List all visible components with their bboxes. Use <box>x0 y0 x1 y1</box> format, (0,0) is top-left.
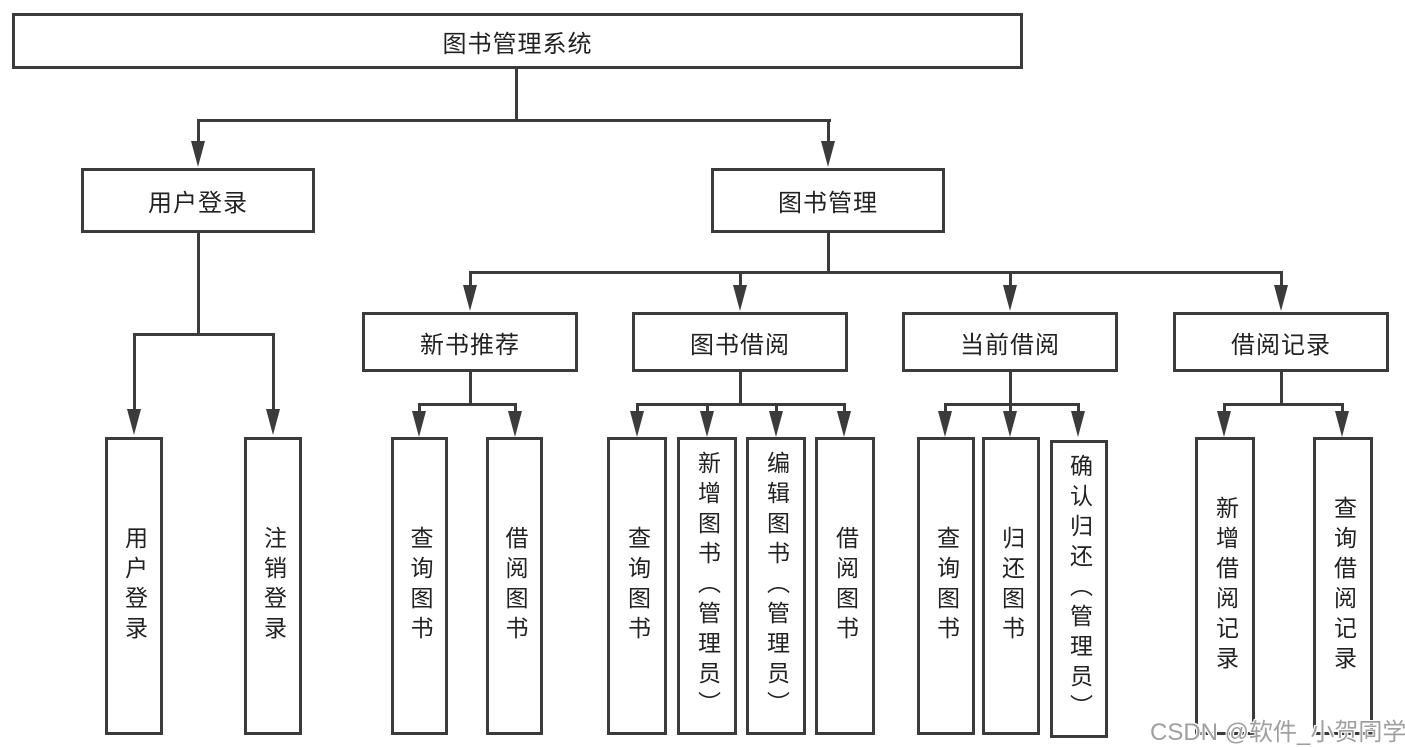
leaf-edit-books-admin: 编辑图书（管理员） <box>746 437 806 735</box>
arrow-down-icon <box>266 409 280 435</box>
leaf-return-books: 归还图书 <box>982 437 1040 735</box>
node-book-management-label: 图书管理 <box>778 190 878 217</box>
leaf-current-query-books-label: 查询图书 <box>933 526 960 646</box>
connector-line <box>827 233 830 273</box>
connector-line <box>1009 271 1012 287</box>
arrow-down-icon <box>1071 411 1085 437</box>
arrow-down-icon <box>463 285 477 311</box>
connector-line <box>514 403 517 413</box>
connector-line <box>706 403 709 413</box>
connector-line <box>469 370 472 406</box>
arrow-down-icon <box>938 411 952 437</box>
node-current-borrow: 当前借阅 <box>902 312 1118 372</box>
connector-line <box>827 119 830 143</box>
leaf-add-books-admin-label: 新增图书（管理员） <box>694 451 721 721</box>
connector-line <box>1223 403 1226 413</box>
leaf-query-borrow-record: 查询借阅记录 <box>1313 437 1373 735</box>
leaf-borrow-books-label: 借阅图书 <box>832 526 859 646</box>
leaf-user-login-label: 用户登录 <box>121 526 148 646</box>
connector-line <box>515 67 518 121</box>
connector-line <box>1223 403 1343 406</box>
connector-line <box>469 271 1283 274</box>
leaf-edit-books-admin-label: 编辑图书（管理员） <box>763 451 790 721</box>
connector-line <box>1009 370 1012 406</box>
arrow-down-icon <box>1217 411 1231 437</box>
connector-line <box>944 403 1080 406</box>
arrow-down-icon <box>1274 285 1288 311</box>
node-root-label: 图书管理系统 <box>442 30 593 58</box>
connector-line <box>775 403 778 413</box>
arrow-down-icon <box>733 285 747 311</box>
arrow-down-icon <box>1003 411 1017 437</box>
leaf-logout: 注销登录 <box>244 437 302 735</box>
arrow-down-icon <box>630 411 644 437</box>
connector-line <box>1077 403 1080 413</box>
arrow-down-icon <box>1335 411 1349 437</box>
connector-line <box>944 403 947 413</box>
connector-line <box>739 370 742 406</box>
connector-line <box>197 119 200 143</box>
leaf-user-login: 用户登录 <box>105 437 163 735</box>
arrow-down-icon <box>127 409 141 435</box>
arrow-down-icon <box>412 411 426 437</box>
node-borrow-records-label: 借阅记录 <box>1231 331 1331 359</box>
node-user-login-label: 用户登录 <box>148 190 248 217</box>
arrow-down-icon <box>191 141 205 167</box>
connector-line <box>197 233 200 335</box>
leaf-recommend-borrow-books: 借阅图书 <box>486 437 543 735</box>
leaf-confirm-return-admin-label: 确认归还（管理员） <box>1066 454 1093 724</box>
node-new-book-recommend-label: 新书推荐 <box>420 331 520 359</box>
connector-line <box>133 333 136 411</box>
node-user-login: 用户登录 <box>81 168 315 233</box>
leaf-current-query-books: 查询图书 <box>917 437 975 735</box>
leaf-logout-label: 注销登录 <box>260 526 287 646</box>
leaf-borrow-query-books: 查询图书 <box>607 437 667 735</box>
leaf-query-borrow-record-label: 查询借阅记录 <box>1330 496 1357 676</box>
arrow-down-icon <box>769 411 783 437</box>
connector-line <box>739 271 742 287</box>
leaf-add-books-admin: 新增图书（管理员） <box>677 437 737 735</box>
leaf-add-borrow-record: 新增借阅记录 <box>1195 437 1255 735</box>
arrow-down-icon <box>700 411 714 437</box>
connector-line <box>197 119 831 122</box>
arrow-down-icon <box>837 411 851 437</box>
arrow-down-icon <box>508 411 522 437</box>
connector-line <box>1341 403 1344 413</box>
connector-line <box>133 333 275 336</box>
leaf-borrow-query-books-label: 查询图书 <box>624 526 651 646</box>
node-root: 图书管理系统 <box>12 13 1023 69</box>
csdn-watermark: CSDN @软件_小贺同学 <box>1150 719 1405 746</box>
connector-line <box>1009 403 1012 413</box>
node-current-borrow-label: 当前借阅 <box>960 331 1060 359</box>
connector-line <box>469 271 472 287</box>
leaf-add-borrow-record-label: 新增借阅记录 <box>1212 496 1239 676</box>
node-borrow-records: 借阅记录 <box>1173 312 1389 372</box>
connector-line <box>636 403 639 413</box>
leaf-return-books-label: 归还图书 <box>998 526 1025 646</box>
leaf-confirm-return-admin: 确认归还（管理员） <box>1050 440 1108 738</box>
connector-line <box>1280 370 1283 406</box>
node-new-book-recommend: 新书推荐 <box>362 312 578 372</box>
node-book-management: 图书管理 <box>711 168 945 233</box>
leaf-borrow-books: 借阅图书 <box>815 437 875 735</box>
connector-line <box>272 333 275 411</box>
connector-line <box>418 403 421 413</box>
leaf-recommend-borrow-books-label: 借阅图书 <box>502 526 528 646</box>
connector-line <box>843 403 846 413</box>
node-book-borrow-label: 图书借阅 <box>690 331 790 359</box>
node-book-borrow: 图书借阅 <box>632 312 848 372</box>
leaf-recommend-query-books: 查询图书 <box>391 437 448 735</box>
leaf-recommend-query-books-label: 查询图书 <box>407 526 433 646</box>
connector-line <box>418 403 517 406</box>
arrow-down-icon <box>1003 285 1017 311</box>
arrow-down-icon <box>821 141 835 167</box>
connector-line <box>1280 271 1283 287</box>
connector-line <box>636 403 846 406</box>
